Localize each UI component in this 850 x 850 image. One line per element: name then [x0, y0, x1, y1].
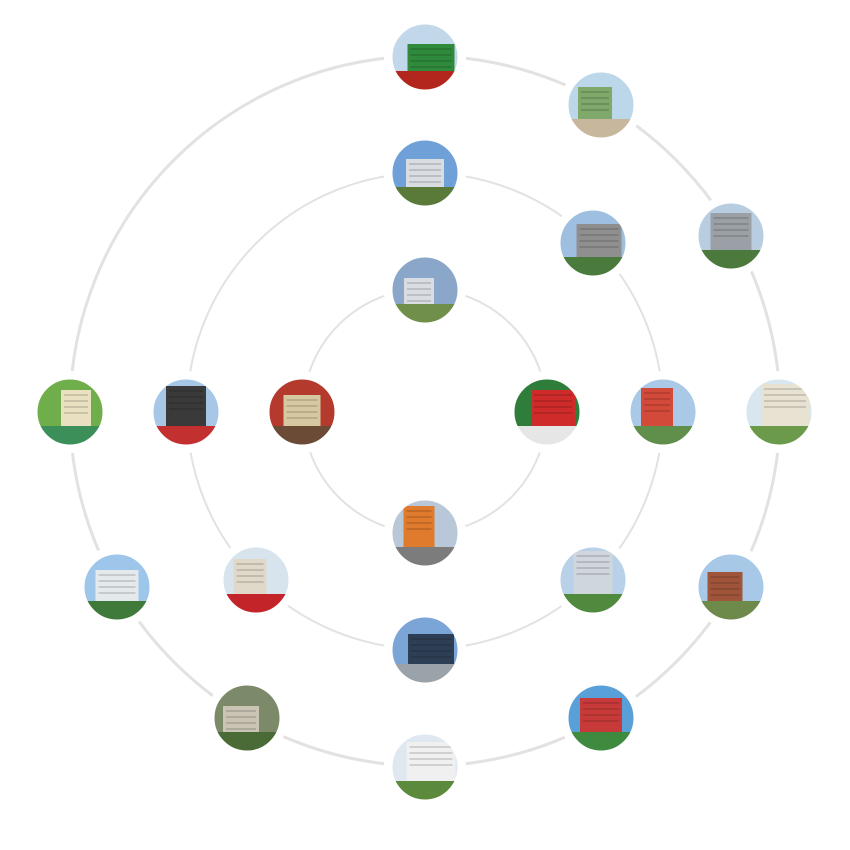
building-photo[interactable] — [76, 546, 158, 634]
building-photo[interactable] — [506, 371, 588, 459]
photo-image — [698, 554, 764, 620]
photos-layer — [29, 16, 820, 814]
photo-image — [698, 203, 764, 269]
building-photo[interactable] — [560, 64, 642, 152]
building-photo[interactable] — [384, 132, 466, 220]
photo-image — [392, 140, 458, 206]
building-photo[interactable] — [690, 195, 772, 283]
photo-image — [37, 379, 103, 445]
building-photo[interactable] — [552, 202, 634, 290]
building-photo[interactable] — [560, 677, 642, 765]
building-photo[interactable] — [261, 371, 343, 459]
building-photo[interactable] — [384, 492, 466, 580]
building-photo[interactable] — [29, 371, 111, 459]
building-photo[interactable] — [384, 609, 466, 697]
building-photo[interactable] — [384, 249, 466, 337]
building-photo[interactable] — [206, 677, 288, 765]
building-photo[interactable] — [622, 371, 704, 459]
building-photo[interactable] — [384, 16, 466, 104]
photo-image — [392, 257, 458, 323]
building-photo[interactable] — [738, 371, 820, 459]
building-photo[interactable] — [552, 539, 634, 627]
photo-image — [630, 379, 696, 445]
photo-image — [392, 734, 458, 800]
photo-image — [514, 379, 580, 445]
building-photo[interactable] — [384, 726, 466, 814]
building-photo[interactable] — [145, 371, 227, 459]
photo-image — [392, 617, 458, 683]
photo-image — [214, 685, 280, 751]
building-photo[interactable] — [215, 539, 297, 627]
building-photo[interactable] — [690, 546, 772, 634]
